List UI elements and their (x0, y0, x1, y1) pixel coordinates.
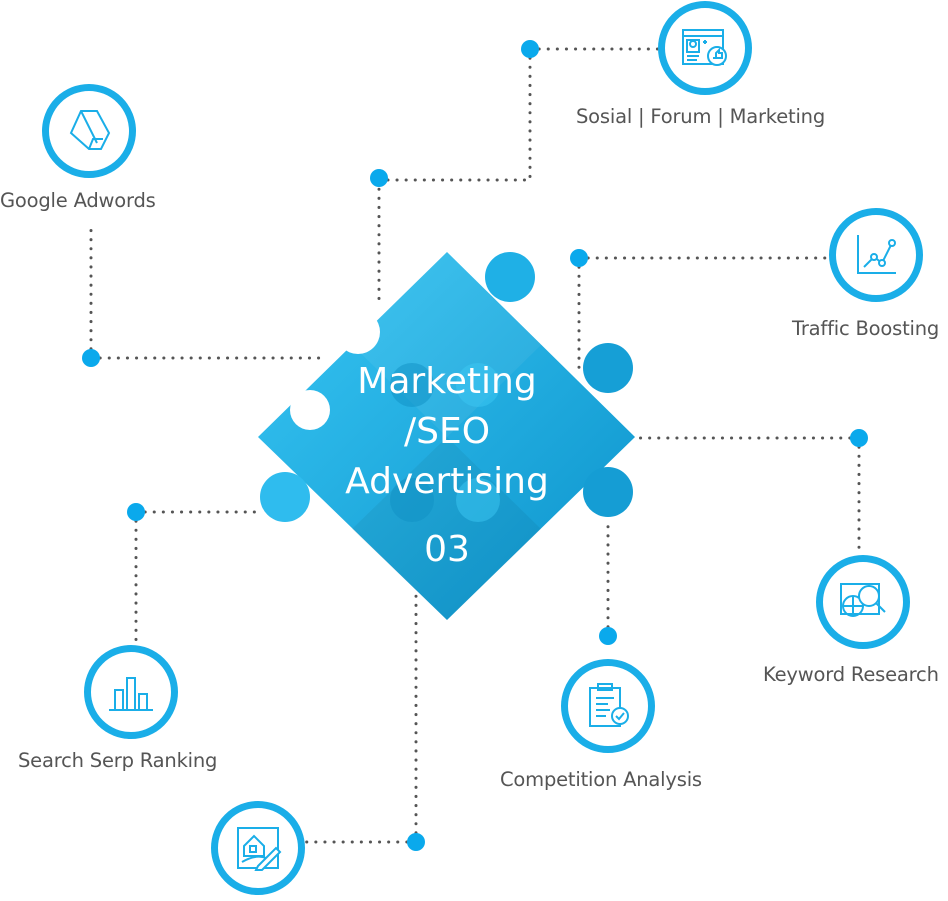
connector-dot (599, 627, 617, 645)
connector-dot (521, 40, 539, 58)
node-search-serp-ranking[interactable] (84, 645, 178, 739)
center-title-line1: Marketing (357, 361, 537, 402)
puzzle-graphic (258, 252, 635, 620)
connector-dot (370, 169, 388, 187)
globe-magnifier-icon (840, 583, 886, 617)
center-title-line2: /SEO (403, 411, 491, 452)
label-competition-analysis: Competition Analysis (500, 768, 702, 791)
clipboard-check-icon (589, 683, 629, 727)
node-traffic-boosting[interactable] (829, 208, 923, 302)
node-design-drawing[interactable] (211, 801, 305, 895)
connector-lines (89, 47, 861, 844)
label-social-forum-marketing: Sosial | Forum | Marketing (576, 105, 825, 128)
node-social-forum-marketing[interactable] (658, 1, 752, 95)
connector-dot (850, 429, 868, 447)
label-google-adwords: Google Adwords (0, 189, 156, 212)
connector-dot (407, 833, 425, 851)
node-keyword-research[interactable] (816, 555, 910, 649)
label-search-serp-ranking: Search Serp Ranking (18, 749, 218, 772)
connector-dot (127, 503, 145, 521)
house-drawing-pencil-icon (237, 827, 282, 871)
node-google-adwords[interactable] (42, 84, 136, 178)
bar-chart-icon (109, 677, 153, 711)
center-number: 03 (424, 529, 470, 570)
label-traffic-boosting: Traffic Boosting (792, 317, 940, 340)
node-competition-analysis[interactable] (561, 659, 655, 753)
connector-dot (82, 349, 100, 367)
connector-dot (570, 249, 588, 267)
social-profile-like-icon (682, 29, 727, 66)
connector-dots (82, 40, 868, 851)
center-title-line3: Advertising (345, 461, 549, 502)
line-graph-icon (857, 235, 896, 274)
label-keyword-research: Keyword Research (763, 663, 939, 686)
google-adwords-icon (69, 110, 111, 150)
